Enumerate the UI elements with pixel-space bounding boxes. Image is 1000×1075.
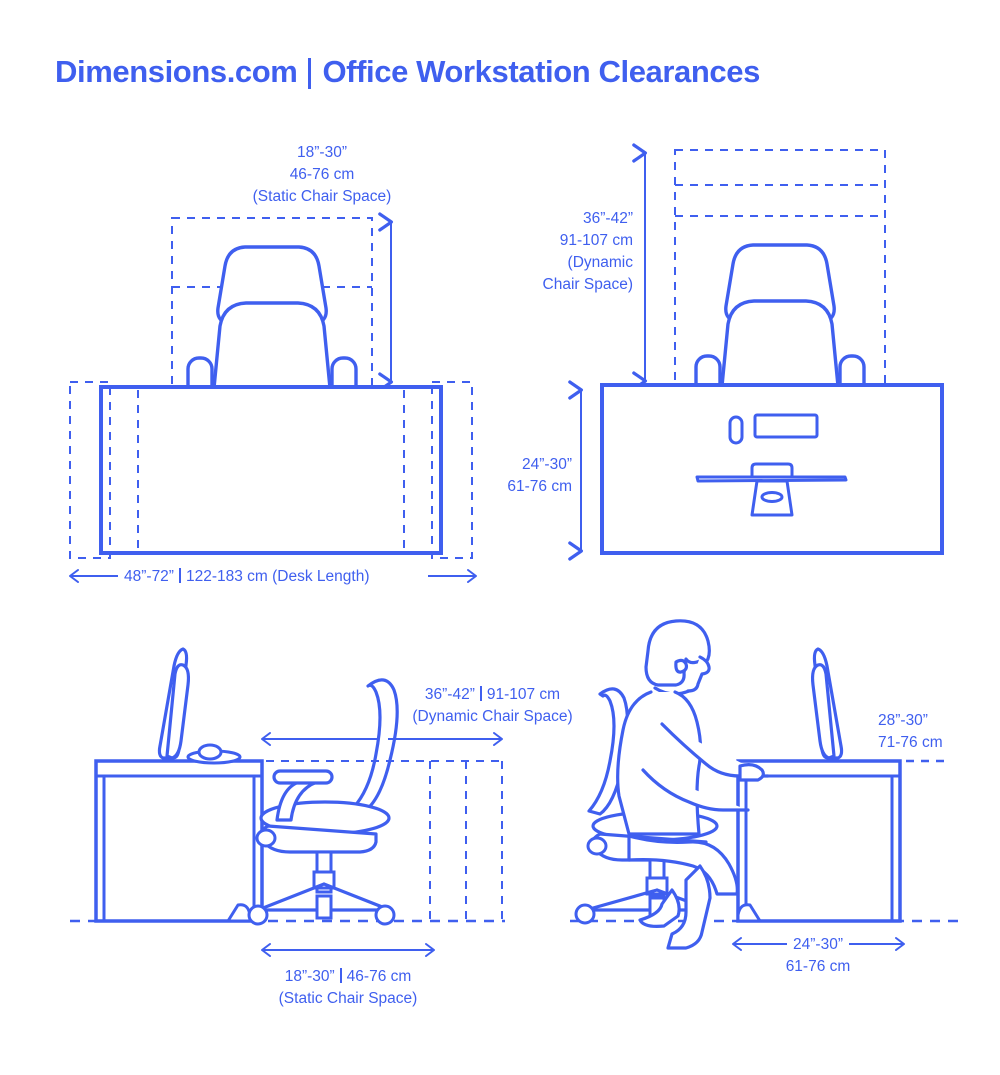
label-desk-depth-bottom-right: 24”-30” 61-76 cm bbox=[728, 934, 908, 978]
page-title-text: Office Workstation Clearances bbox=[322, 53, 760, 89]
label-dynamic-chair-space-top-right: 36”-42” 91-107 cm (Dynamic Chair Space) bbox=[505, 208, 633, 296]
panel-side-elevation-empty bbox=[70, 647, 505, 957]
monitor-screen-side-left bbox=[165, 663, 191, 760]
desk-side-outer-right bbox=[736, 759, 902, 923]
static-chair-space-note: (Static Chair Space) bbox=[252, 188, 392, 205]
panel-side-elevation-seated bbox=[570, 619, 960, 951]
desk-depth-inches-tr: 24”-30” bbox=[522, 456, 572, 473]
panel-front-elevation bbox=[69, 212, 477, 583]
dynamic-chair-space-note-bl: (Dynamic Chair Space) bbox=[412, 708, 573, 725]
label-dynamic-chair-space-bottom-left: 36”-42” 91-107 cm (Dynamic Chair Space) bbox=[370, 684, 615, 728]
static-space-arrowhead-left-bottom bbox=[261, 943, 271, 957]
dynamic-chair-space-inches-tr: 36”-42” bbox=[583, 210, 633, 227]
desk-depth-cm-br: 61-76 cm bbox=[785, 958, 851, 975]
desk-foot-right bbox=[736, 903, 762, 923]
label-desk-length: 48”-72” 122-183 cm (Desk Length) bbox=[124, 566, 369, 588]
desk-height-cm: 71-76 cm bbox=[878, 734, 943, 751]
desk-depth-arrowhead-right bbox=[895, 937, 905, 951]
desk-depth-cm-tr: 61-76 cm bbox=[507, 478, 572, 495]
static-chair-space-line-bl: 18”-30” 46-76 cm bbox=[258, 966, 438, 988]
desk-length-cm: 122-183 cm (Desk Length) bbox=[185, 568, 370, 585]
static-chair-space-inches-bl: 18”-30” bbox=[284, 968, 335, 985]
static-chair-space-inches: 18”-30” bbox=[297, 144, 347, 161]
keyboard-icon bbox=[753, 413, 819, 439]
dynamic-chair-space-cm-bl: 91-107 cm bbox=[486, 686, 561, 703]
dynamic-chair-space-note-1-tr: (Dynamic bbox=[567, 254, 633, 271]
static-chair-space-cm: 46-76 cm bbox=[289, 166, 355, 183]
chair-side-view-empty bbox=[247, 678, 399, 926]
dynamic-chair-space-separator-icon-bl bbox=[479, 686, 482, 701]
static-chair-space-note-bl: (Static Chair Space) bbox=[278, 990, 418, 1007]
dynamic-chair-space-inches-bl: 36”-42” bbox=[424, 686, 475, 703]
static-space-arrowhead-right-bottom bbox=[425, 943, 435, 957]
desk-side-outer bbox=[94, 759, 264, 923]
label-desk-depth-top-right: 24”-30” 61-76 cm bbox=[488, 454, 572, 498]
panel-plan-view bbox=[568, 143, 944, 561]
dynamic-chair-space-line-bl: 36”-42” 91-107 cm bbox=[370, 684, 615, 706]
page-title: Dimensions.com Office Workstation Cleara… bbox=[55, 46, 955, 96]
dynamic-chair-space-cm-tr: 91-107 cm bbox=[559, 232, 633, 249]
desk-front-face bbox=[99, 385, 443, 555]
dynamic-chair-space-box bbox=[674, 149, 886, 386]
monitor-neck-left bbox=[197, 743, 223, 761]
dynamic-space-arrowhead-left bbox=[261, 732, 271, 746]
brand-name: Dimensions.com bbox=[55, 53, 298, 89]
dynamic-chair-space-note-2-tr: Chair Space) bbox=[542, 276, 633, 293]
static-chair-space-cm-bl: 46-76 cm bbox=[346, 968, 412, 985]
desk-length-separator-icon bbox=[178, 568, 181, 583]
desk-depth-arrowhead-left bbox=[732, 937, 742, 951]
desk-extension-right bbox=[431, 381, 473, 559]
desk-length-arrowhead-left bbox=[69, 569, 79, 583]
label-static-chair-space-top-left: 18”-30” 46-76 cm (Static Chair Space) bbox=[232, 142, 412, 208]
desk-height-inches: 28”-30” bbox=[878, 712, 928, 729]
title-separator-icon bbox=[308, 57, 312, 89]
monitor-stand-detail bbox=[760, 491, 784, 503]
desk-length-arrowhead-right bbox=[467, 569, 477, 583]
dynamic-space-arrowhead-right bbox=[493, 732, 503, 746]
label-static-chair-space-bottom-left: 18”-30” 46-76 cm (Static Chair Space) bbox=[258, 966, 438, 1010]
desk-length-inches: 48”-72” bbox=[124, 568, 174, 585]
desk-depth-inches-br: 24”-30” bbox=[787, 934, 849, 956]
mouse-icon bbox=[728, 415, 744, 445]
label-desk-height: 28”-30” 71-76 cm bbox=[878, 710, 988, 754]
static-chair-space-separator-icon-bl bbox=[339, 968, 342, 983]
monitor-top-plan bbox=[750, 462, 794, 479]
seated-person-figure bbox=[616, 619, 770, 950]
monitor-screen-plan bbox=[695, 475, 848, 483]
monitor-screen-side-right bbox=[810, 663, 836, 760]
desk-extension-left bbox=[69, 381, 111, 559]
